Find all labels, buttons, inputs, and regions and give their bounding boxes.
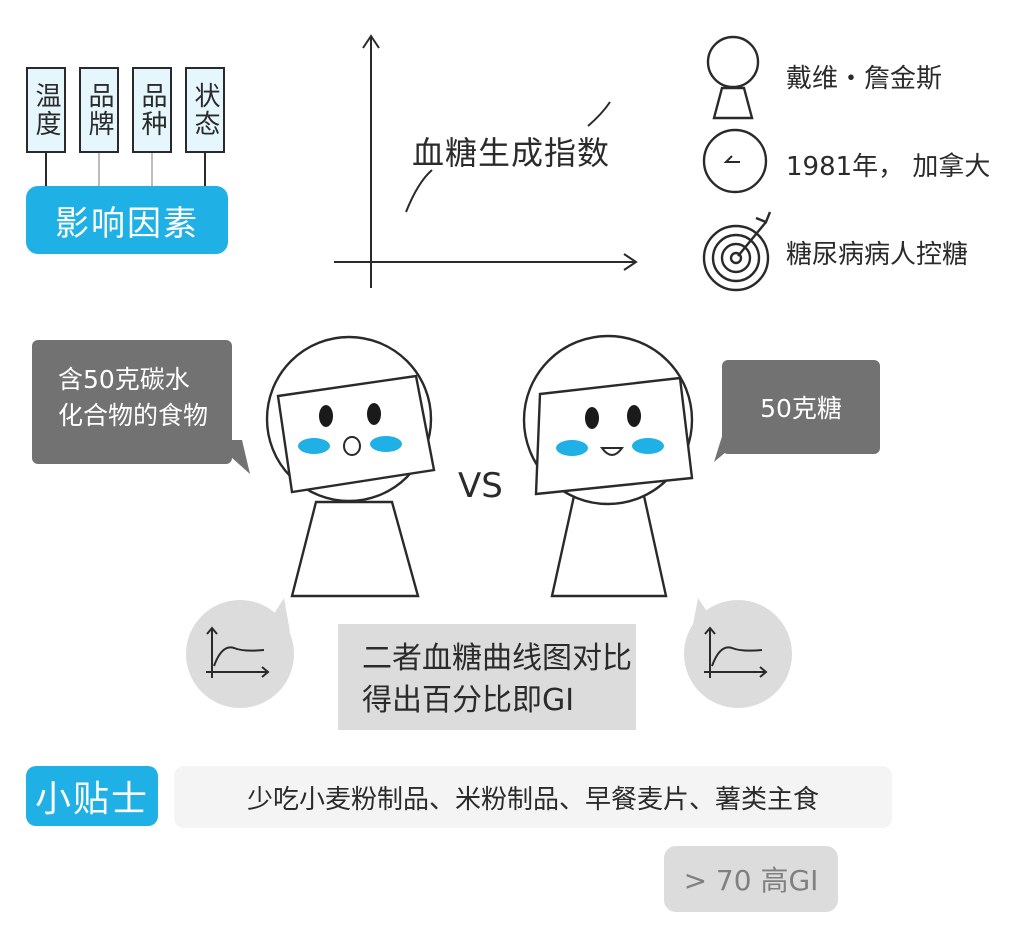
speech-tail <box>714 430 752 462</box>
speech-tail <box>212 440 250 474</box>
factor-connector <box>45 153 47 195</box>
character-cheek <box>298 438 330 454</box>
character-eye <box>585 407 599 429</box>
comparison-line: 得出百分比即GI <box>362 683 575 718</box>
curve-stroke-lower <box>405 169 433 213</box>
character-cheek <box>370 436 402 452</box>
factor-label: 品种 <box>137 82 167 138</box>
character-mouth-smile <box>600 447 624 456</box>
factor-label: 状态 <box>190 82 220 138</box>
tip-badge: 小贴士 <box>26 766 158 826</box>
left-character <box>265 335 436 598</box>
left-thought-bubble <box>186 598 294 708</box>
gi-axis-title: 血糖生成指数 <box>412 134 611 172</box>
person-icon <box>706 35 760 120</box>
right-thought-bubble <box>684 598 792 708</box>
sugar-speech-text: 50克糖 <box>760 394 842 423</box>
food-speech-bubble: 含50克碳水 化合物的食物 <box>32 340 232 464</box>
character-eye <box>627 405 641 427</box>
character-cheek <box>556 440 588 456</box>
factor-label: 品牌 <box>84 82 114 138</box>
character-body <box>290 500 420 598</box>
factor-connector <box>98 153 100 195</box>
character-face-card <box>534 376 694 496</box>
character-cheek <box>632 438 664 454</box>
right-character <box>522 334 694 598</box>
glucose-curve-icon <box>206 626 270 678</box>
high-gi-badge: > 70 高GI <box>664 846 838 912</box>
target-icon <box>702 211 772 292</box>
person-name: 戴维・詹金斯 <box>786 64 943 94</box>
factor-box-state: 状态 <box>185 67 225 153</box>
character-face-card <box>276 374 436 494</box>
food-speech-line: 含50克碳水 <box>58 365 190 394</box>
glucose-curve-icon <box>704 626 768 678</box>
comparison-line: 二者血糖曲线图对比 <box>362 641 632 676</box>
purpose-label: 糖尿病病人控糖 <box>786 240 969 270</box>
factor-connector <box>151 153 153 195</box>
tip-text-panel: 少吃小麦粉制品、米粉制品、早餐麦片、薯类主食 <box>174 766 892 828</box>
character-eye <box>367 403 381 425</box>
character-eye <box>319 405 333 427</box>
factor-box-variety: 品种 <box>132 67 172 153</box>
influence-factors-label: 影响因素 <box>26 186 228 254</box>
factor-box-brand: 品牌 <box>79 67 119 153</box>
vs-label: VS <box>458 466 503 506</box>
character-body <box>550 494 668 598</box>
year-place-text: 1981年， 加拿大 <box>786 152 991 182</box>
x-axis-arrow-icon <box>623 253 638 271</box>
clock-icon <box>702 128 768 194</box>
purpose-text: 糖尿病病人控糖 <box>786 234 968 271</box>
factor-box-temperature: 温度 <box>26 67 66 153</box>
y-axis-arrow-icon <box>362 34 380 49</box>
curve-stroke-upper <box>587 101 611 127</box>
gi-axis-graphic <box>334 34 638 288</box>
factor-label: 温度 <box>31 82 61 138</box>
comparison-panel: 二者血糖曲线图对比 得出百分比即GI <box>338 624 636 730</box>
sugar-speech-bubble: 50克糖 <box>722 360 880 454</box>
tip-text: 少吃小麦粉制品、米粉制品、早餐麦片、薯类主食 <box>246 784 819 815</box>
character-mouth-o <box>343 436 361 456</box>
factor-connector <box>204 153 206 195</box>
food-speech-line: 化合物的食物 <box>58 401 209 430</box>
